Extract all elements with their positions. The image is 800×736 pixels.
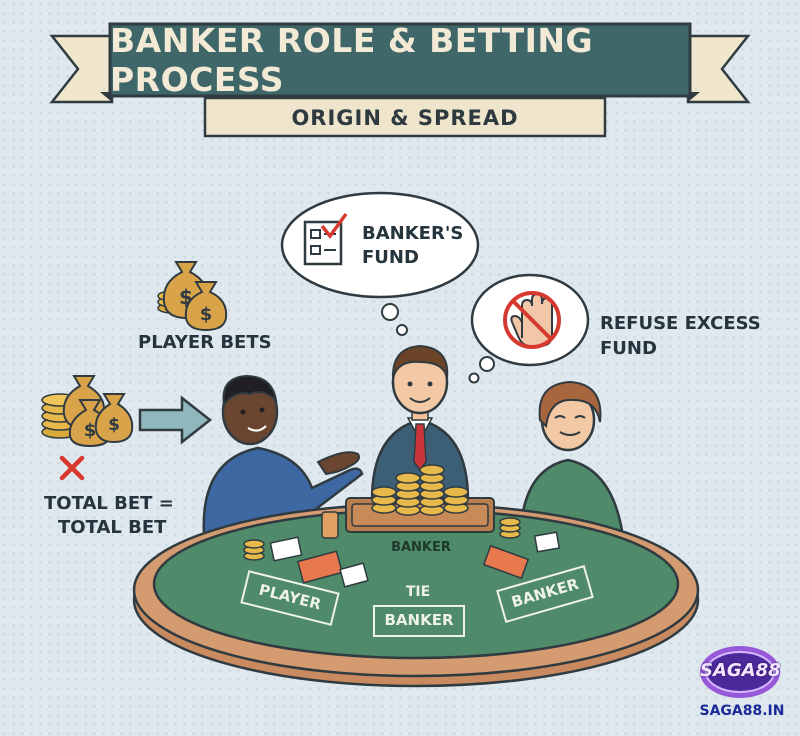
- page-title: BANKER ROLE & BETTING PROCESS: [110, 21, 594, 99]
- svg-text:$: $: [108, 415, 120, 435]
- svg-text:$: $: [200, 304, 213, 325]
- table-tie-label: TIE: [405, 584, 431, 600]
- checklist-icon: [303, 212, 348, 266]
- title-banner: [49, 22, 751, 138]
- player-figure-left: [202, 374, 364, 541]
- total-bet-label-line2: TOTAL BET: [58, 517, 167, 538]
- bankers-fund-bubble: [280, 191, 480, 336]
- coin-stack-icon: [371, 464, 469, 516]
- saga88-logo-icon: [700, 646, 780, 698]
- page-subtitle: ORIGIN & SPREAD: [291, 106, 519, 130]
- playing-card-icon: [269, 531, 561, 588]
- player-bets-label: PLAYER BETS: [138, 332, 272, 353]
- bankers-fund-label-line1: BANKER'S: [362, 223, 464, 244]
- total-bet-label-line1: TOTAL BET =: [44, 493, 174, 514]
- arrow-right-icon: [138, 395, 213, 445]
- coin-stack-icon: [243, 511, 521, 561]
- bankers-fund-label-line2: FUND: [362, 247, 419, 268]
- saga88-logo-text: SAGA88: [700, 660, 781, 681]
- table-banker-top-label: BANKER: [391, 540, 451, 555]
- refuse-excess-label-line2: FUND: [600, 338, 657, 359]
- no-hand-icon: [503, 291, 561, 349]
- refuse-excess-label-line1: REFUSE EXCESS: [600, 313, 761, 334]
- money-bag-icon: $ $: [157, 261, 228, 332]
- brand-url: SAGA88.IN: [699, 703, 785, 719]
- table-banker-box-label: BANKER: [384, 611, 454, 629]
- table-betting-boxes: [240, 564, 594, 637]
- svg-text:$: $: [84, 420, 97, 441]
- red-x-icon: [59, 455, 85, 481]
- money-bag-icon: $ $: [62, 375, 134, 448]
